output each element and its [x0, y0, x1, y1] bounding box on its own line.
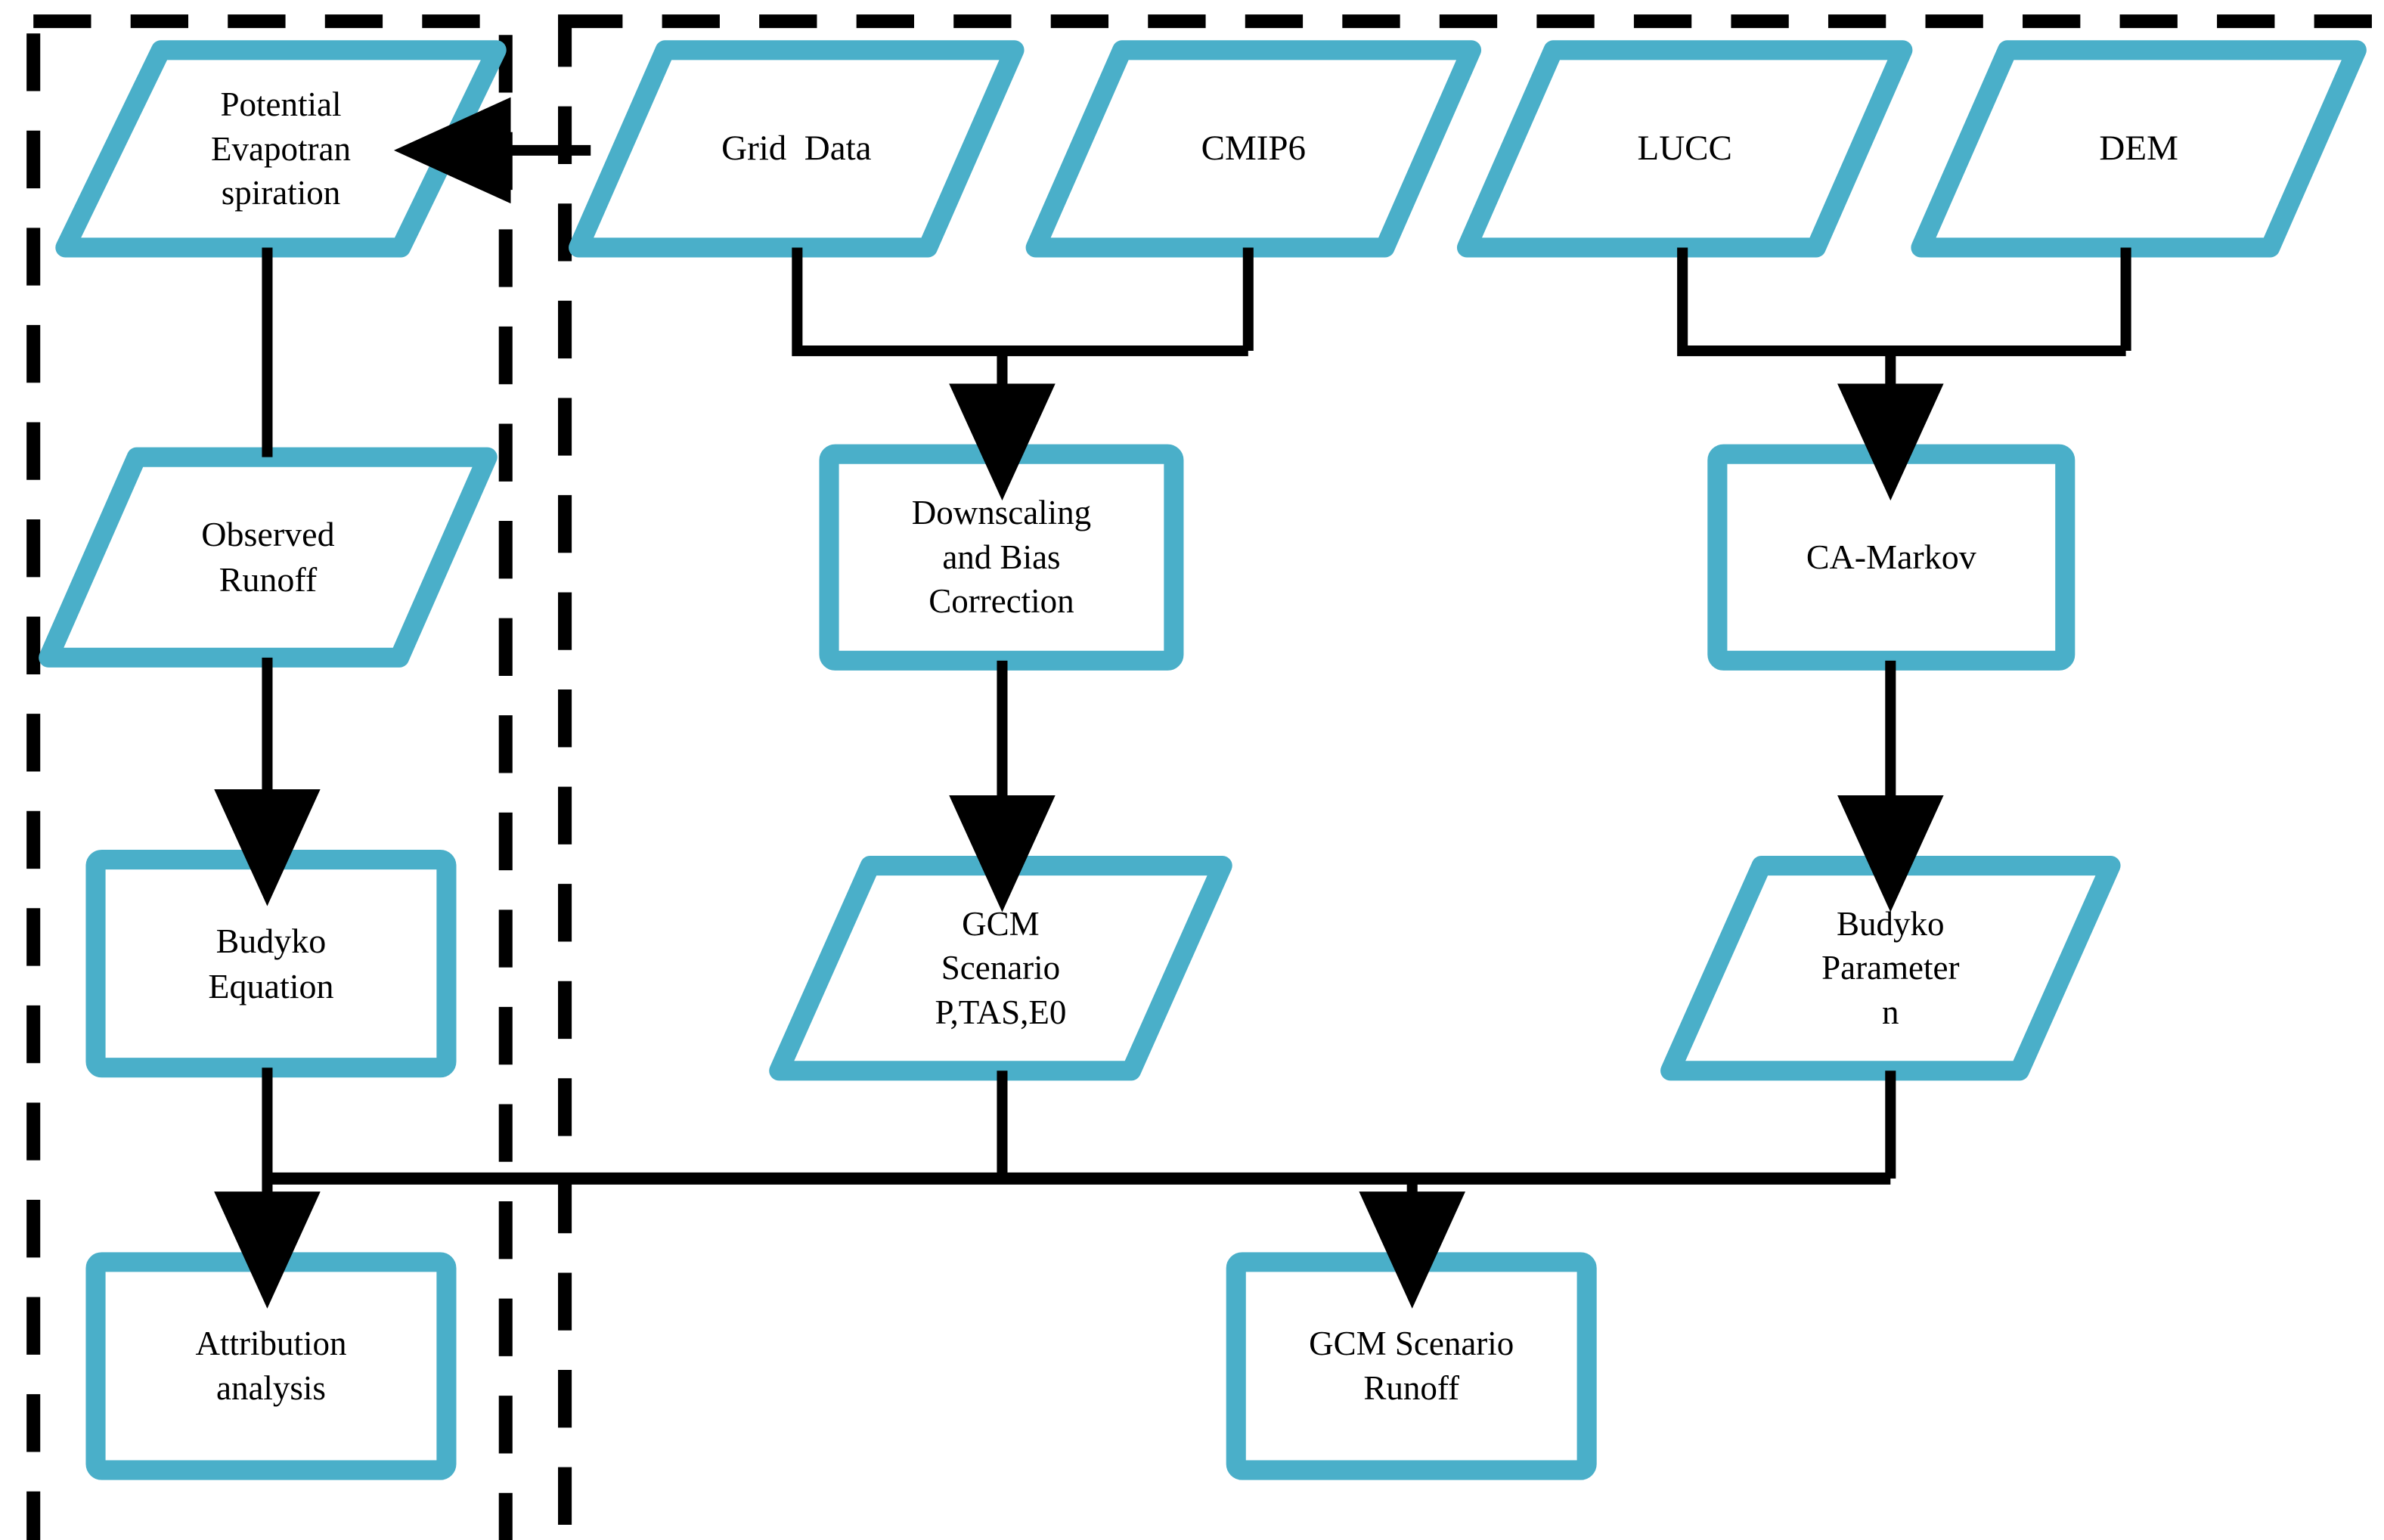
observed-runoff-box[interactable]: [39, 447, 498, 668]
grid-data-box[interactable]: [569, 40, 1025, 258]
downscaling-bias-correction-box[interactable]: [819, 444, 1184, 671]
ca-markov-box[interactable]: [1707, 444, 2076, 671]
gcm-scenario-runoff-box[interactable]: [1226, 1252, 1597, 1480]
budyko-equation-box[interactable]: [85, 849, 457, 1078]
potential-evapotranspiration-box[interactable]: [55, 40, 507, 258]
edge-lucc-down: [1677, 247, 2126, 357]
cmip6-box[interactable]: [1025, 40, 1482, 258]
connector-lines: [214, 97, 2131, 1309]
attribution-analysis-box[interactable]: [85, 1252, 457, 1480]
gcm-scenario-box[interactable]: [769, 856, 1232, 1081]
lucc-box[interactable]: [1456, 40, 1913, 258]
edge-grid-data-down: [792, 247, 1248, 357]
budyko-parameter-n-box[interactable]: [1660, 856, 2121, 1081]
dem-box[interactable]: [1911, 40, 2367, 258]
attribution-panel: [26, 14, 513, 1540]
